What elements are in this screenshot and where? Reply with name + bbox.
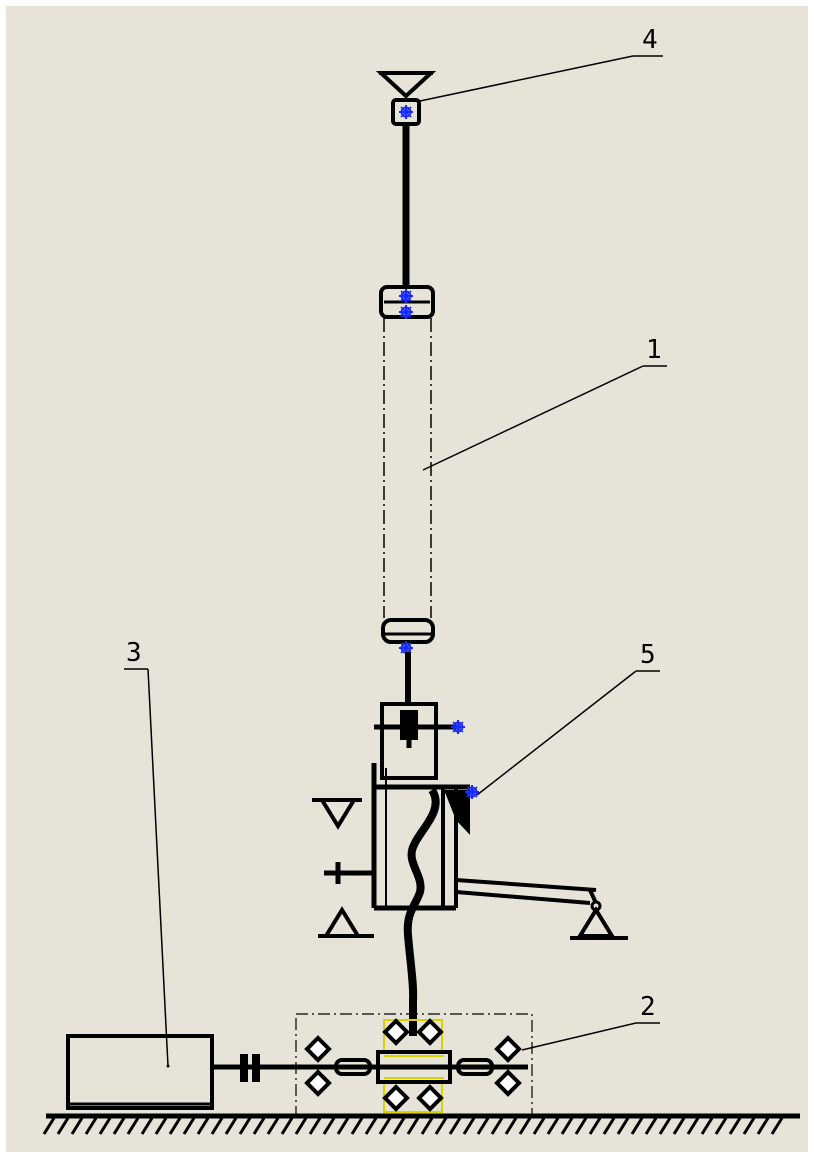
ground-hatch [154,1117,168,1135]
ground-hatch [168,1117,182,1135]
left-bottom-support [318,906,374,938]
ground-hatch [490,1117,504,1135]
ground-hatch [378,1117,392,1135]
part-label-4: 4 [642,25,658,55]
ground-hatch [476,1117,490,1135]
ground-hatch [252,1117,266,1135]
ground-hatch [210,1117,224,1135]
ground-hatch [560,1117,574,1135]
ground-hatch [672,1117,686,1135]
ground-hatch [714,1117,728,1135]
ground-hatch [336,1117,350,1135]
ground-hatch [126,1117,140,1135]
lower-frame [324,763,598,911]
ground-hatch [98,1117,112,1135]
ground-hatch [322,1117,336,1135]
ground-hatch [588,1117,602,1135]
ground-hatch [504,1117,518,1135]
ground-hatch [518,1117,532,1135]
ground-hatch [700,1117,714,1135]
ground-line [42,1113,800,1135]
ground-hatch [350,1117,364,1135]
ground-hatch [756,1117,770,1135]
part-label-3: 3 [126,638,142,668]
ground-hatch [602,1117,616,1135]
ground-hatch [406,1117,420,1135]
ground-hatch [182,1117,196,1135]
ground-hatch [84,1117,98,1135]
ground-hatch [658,1117,672,1135]
leader-lines [124,55,667,1067]
ground-hatch [140,1117,154,1135]
ground-hatch [742,1117,756,1135]
ground-hatch [238,1117,252,1135]
ground-hatch [630,1117,644,1135]
ground-hatch [686,1117,700,1135]
ground-hatch [196,1117,210,1135]
ground-hatch [42,1117,56,1135]
ground-hatch [770,1117,784,1135]
ground-hatch [546,1117,560,1135]
part-label-5: 5 [640,640,656,670]
ground-hatch [364,1117,378,1135]
cylinder-body [379,285,435,656]
ground-hatch [448,1117,462,1135]
left-top-support [312,798,362,830]
ground-hatch [308,1117,322,1135]
ground-hatch [392,1117,406,1135]
upper-bracket [374,702,466,780]
ground-hatch [294,1117,308,1135]
ground-hatch [280,1117,294,1135]
shaft-coupling [214,1054,300,1082]
ground-hatch [644,1117,658,1135]
ground-hatch [266,1117,280,1135]
ground-hatch [728,1117,742,1135]
ground-hatch [532,1117,546,1135]
ground-hatch [70,1117,84,1135]
part-label-1: 1 [646,335,662,365]
part-label-2: 2 [640,992,656,1022]
right-support [570,900,628,940]
ground-hatch [420,1117,434,1135]
flexible-shaft [403,787,440,1036]
ground-hatch [224,1117,238,1135]
motor-box [66,1034,214,1110]
ground-hatch [462,1117,476,1135]
ground-hatch [616,1117,630,1135]
ground-hatch [434,1117,448,1135]
ground-hatch [56,1117,70,1135]
ground-hatch [574,1117,588,1135]
ground-hatch [112,1117,126,1135]
